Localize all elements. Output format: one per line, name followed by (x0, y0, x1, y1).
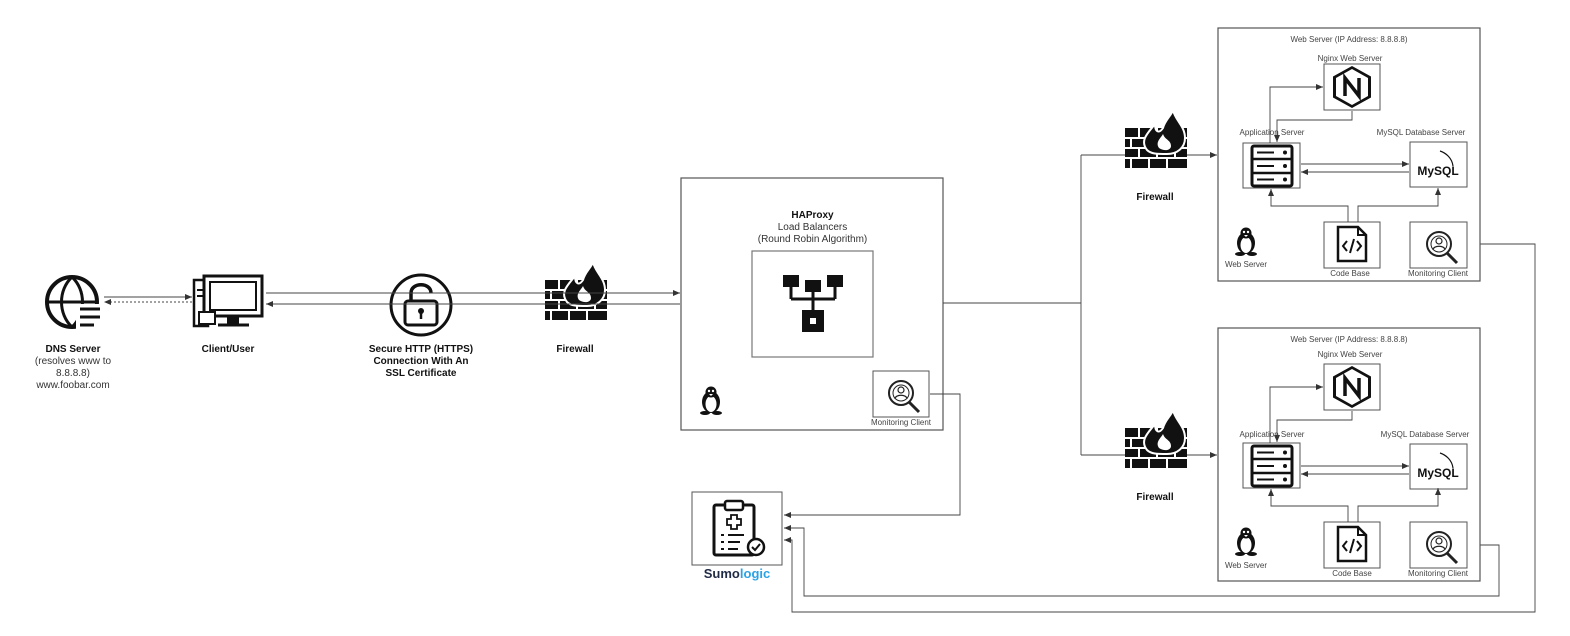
nginx-to-app-line (1274, 411, 1353, 442)
dns-title: DNS Server (45, 344, 101, 355)
web-server-1: MySQL (1217, 27, 1481, 282)
server-connections (1268, 384, 1441, 522)
server-rack-icon (1250, 444, 1294, 488)
dns-line-2: 8.8.8.8) (56, 368, 90, 379)
monitoring-box (1409, 221, 1468, 269)
haproxy-title: HAProxy (791, 210, 834, 221)
haproxy-line-2: (Round Robin Algorithm) (757, 234, 868, 245)
code-to-db-line (1357, 188, 1441, 222)
dolphin-icon (1439, 150, 1454, 167)
monitoring-lines (784, 243, 1536, 613)
code-to-app-line (1268, 189, 1349, 222)
dns-line-3: www.foobar.com (36, 380, 110, 391)
haproxy-line-1: Load Balancers (777, 222, 848, 233)
haproxy-monitor-label: Monitoring Client (870, 418, 932, 427)
client-label: Client/User (201, 344, 255, 355)
db-server-label: MySQL Database Server (1376, 128, 1466, 137)
firewall-label-bottom: Firewall (1136, 492, 1174, 503)
sumologic-logo: Sumologic (692, 566, 782, 581)
firewall-label-left: Firewall (556, 344, 594, 355)
app-server-label: Application Server (1239, 128, 1305, 137)
monitoring-client-label: Monitoring Client (1407, 569, 1469, 578)
db-box (1409, 141, 1468, 188)
connection-lines (104, 290, 680, 307)
app-to-nginx-line (1269, 384, 1323, 443)
clipboard-icon (712, 499, 766, 557)
server-connections (1268, 84, 1441, 222)
monitoring-client-label: Monitoring Client (1407, 269, 1469, 278)
sumologic-part-2: logic (739, 566, 771, 581)
code-base-label: Code Base (1332, 569, 1372, 578)
web-server-2: MySQL (1217, 327, 1481, 582)
nginx-label: Nginx Web Server (1317, 350, 1383, 359)
lock-icon (389, 273, 453, 337)
monitoring-box (872, 370, 930, 418)
server-rack-icon (1250, 144, 1294, 188)
dns-line-1: (resolves www to (34, 356, 112, 367)
nginx-icon (1333, 66, 1371, 108)
server-title: Web Server (IP Address: 8.8.8.8) (1290, 335, 1408, 344)
computer-icon (192, 274, 264, 328)
db-server-label: MySQL Database Server (1380, 430, 1470, 439)
code-base-label: Code Base (1330, 269, 1370, 278)
mysql-logo: MySQL (1417, 164, 1458, 178)
db-box (1409, 443, 1468, 490)
code-file-icon (1336, 225, 1368, 263)
https-line-1: Secure HTTP (HTTPS) (368, 344, 474, 355)
code-to-db-line (1357, 488, 1441, 522)
firewall-icon (1124, 109, 1188, 169)
server-title: Web Server (IP Address: 8.8.8.8) (1290, 35, 1408, 44)
app-server-label: Application Server (1239, 430, 1305, 439)
nginx-to-app-line (1274, 111, 1353, 142)
code-file-icon (1336, 525, 1368, 563)
https-line-2: Connection With An (373, 356, 469, 367)
web-server-label: Web Server (1224, 561, 1268, 570)
firewall-label-top: Firewall (1136, 192, 1174, 203)
dolphin-icon (1439, 452, 1454, 469)
web-server-label: Web Server (1224, 260, 1268, 269)
https-line-3: SSL Certificate (385, 368, 457, 379)
firewall-icon (1124, 409, 1188, 469)
nginx-label: Nginx Web Server (1317, 54, 1383, 63)
globe-icon (45, 275, 102, 330)
load-balancer-icon (783, 275, 843, 332)
mysql-logo: MySQL (1417, 466, 1458, 480)
app-to-nginx-line (1269, 84, 1323, 143)
nginx-icon (1333, 366, 1371, 408)
firewall-icon (544, 261, 608, 321)
code-to-app-line (1268, 489, 1349, 522)
monitoring-box (1409, 521, 1468, 569)
sumologic-part-1: Sumo (703, 566, 740, 581)
